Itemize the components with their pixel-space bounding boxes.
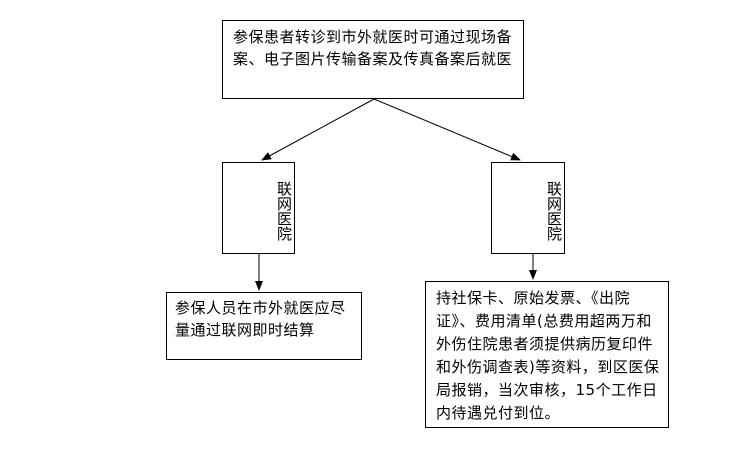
- node-referral-filing-text: 参保患者转诊到市外就医时可通过现场备案、电子图片传输备案及传真备案后就医: [233, 28, 513, 68]
- node-referral-filing: 参保患者转诊到市外就医时可通过现场备案、电子图片传输备案及传真备案后就医: [222, 20, 524, 99]
- node-instant-settlement-text: 参保人员在市外就医应尽量通过联网即时结算: [175, 299, 346, 339]
- node-instant-settlement: 参保人员在市外就医应尽量通过联网即时结算: [166, 292, 362, 360]
- arrow-top-to-right-hospital: [373, 98, 521, 161]
- node-reimbursement-process: 持社保卡、原始发票、《出院证》、费用清单(总费用超两万和外伤住院患者须提供病历复…: [425, 281, 669, 428]
- node-right-networked-hospital-text: 联网医院: [545, 181, 563, 241]
- arrow-top-to-left-hospital: [261, 98, 375, 161]
- node-right-networked-hospital: 联网医院: [491, 162, 565, 254]
- node-left-networked-hospital-text: 联网医院: [275, 181, 293, 241]
- node-left-networked-hospital: 联网医院: [222, 162, 295, 254]
- node-reimbursement-process-text: 持社保卡、原始发票、《出院证》、费用清单(总费用超两万和外伤住院患者须提供病历复…: [436, 289, 660, 422]
